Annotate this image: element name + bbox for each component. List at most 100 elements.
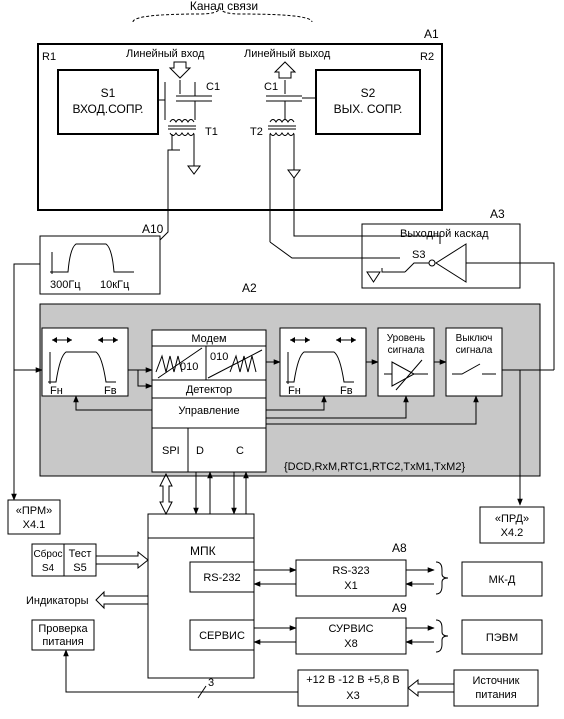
signal-switch-icon bbox=[452, 363, 496, 375]
a10-filter-response-icon bbox=[50, 243, 134, 274]
a2-output-filter-icon bbox=[286, 351, 354, 384]
a2-input-filter-icon bbox=[48, 351, 116, 384]
t2-coil-bottom bbox=[269, 132, 295, 136]
test-button[interactable] bbox=[63, 543, 97, 577]
s1-id: S1 bbox=[101, 86, 116, 100]
prm-l2: X4.1 bbox=[23, 519, 46, 531]
a9-l1: СУРВИС bbox=[328, 623, 373, 635]
prd-l2: X4.2 bbox=[501, 527, 524, 539]
buttons-to-mpk-arrow-icon bbox=[95, 550, 149, 570]
mk-d-label: МК-Д bbox=[489, 574, 516, 586]
a1-id: A1 bbox=[424, 27, 439, 41]
psu-block bbox=[297, 669, 409, 707]
s1-label: ВХОД.СОПР. bbox=[72, 102, 143, 116]
a2-output-fv: Fв bbox=[340, 385, 353, 397]
t1-coil-top bbox=[169, 119, 195, 123]
mpk-title: МПК bbox=[190, 544, 216, 558]
source-l1: Источник bbox=[473, 675, 520, 687]
ground-t1-icon bbox=[187, 165, 201, 175]
spi-label: SPI bbox=[162, 445, 180, 457]
mk-d-block bbox=[461, 561, 543, 597]
ground-a3-icon bbox=[366, 271, 381, 283]
s2-label: ВЫХ. СОПР. bbox=[334, 102, 403, 116]
bus-count-label: 3 bbox=[208, 677, 214, 689]
r1-label: R1 bbox=[42, 51, 56, 63]
prd-connector bbox=[479, 506, 545, 544]
s2-id: S2 bbox=[361, 86, 376, 100]
signal-switch-l1: Выключ bbox=[456, 333, 493, 344]
a3-title: Выходной каскад bbox=[400, 228, 489, 240]
a9-service-block bbox=[295, 617, 407, 655]
a10-id: A10 bbox=[142, 222, 164, 236]
channel-brace bbox=[132, 6, 313, 23]
signal-switch-l2: сигнала bbox=[456, 345, 493, 356]
line-out-label: Линейный выход bbox=[244, 48, 331, 60]
a8-brace-icon bbox=[435, 561, 449, 595]
pc-block bbox=[461, 619, 543, 655]
signal-level-block bbox=[377, 327, 435, 397]
s1-block bbox=[57, 69, 159, 135]
a2-input-fn: Fн bbox=[50, 385, 63, 397]
signal-level-amp-icon bbox=[384, 359, 428, 391]
reset-l2: S4 bbox=[42, 563, 55, 574]
power-check-l2: питания bbox=[42, 636, 83, 648]
a2-output-fn: Fн bbox=[288, 385, 301, 397]
a3-output-stage-block bbox=[361, 223, 521, 289]
a10-flow: 300Гц bbox=[50, 279, 81, 291]
a8-id: A8 bbox=[392, 541, 407, 555]
source-block bbox=[453, 669, 539, 707]
line-out-arrow-icon bbox=[273, 61, 297, 79]
a8-l1: RS-323 bbox=[332, 565, 369, 577]
c-label: C bbox=[236, 445, 244, 457]
a9-id: A9 bbox=[392, 601, 407, 615]
ground-t2-icon bbox=[287, 169, 301, 179]
modem-demod-icon bbox=[155, 347, 203, 379]
mpk-to-indicators-arrow-icon bbox=[95, 590, 149, 610]
prm-connector bbox=[7, 499, 61, 535]
modem-code-right: 010 bbox=[210, 351, 228, 363]
a3-switch-label: S3 bbox=[412, 249, 425, 261]
modem-mod-icon bbox=[207, 349, 263, 379]
line-in-arrow-icon bbox=[168, 61, 192, 79]
test-l1: Тест bbox=[69, 548, 92, 560]
c1-in-label: C1 bbox=[206, 81, 220, 93]
t2-coil-top bbox=[269, 119, 295, 123]
source-to-psu-arrow-icon bbox=[407, 678, 455, 698]
psu-l2: X3 bbox=[346, 690, 359, 702]
s2-block bbox=[315, 69, 421, 135]
psu-l1: +12 В -12 В +5,8 В bbox=[306, 674, 400, 686]
test-l2: S5 bbox=[73, 562, 86, 574]
channel-title: Канал связи bbox=[190, 0, 258, 13]
prm-l1: «ПРМ» bbox=[16, 505, 53, 517]
reset-button[interactable] bbox=[31, 543, 65, 577]
mpk-block bbox=[147, 513, 255, 679]
a2-signals-label: {DCD,RxM,RTC1,RTC2,TxM1,TxM2} bbox=[284, 461, 465, 473]
pc-label: ПЭВМ bbox=[486, 632, 518, 644]
t1-label: T1 bbox=[205, 126, 218, 138]
power-check-block bbox=[31, 619, 95, 651]
a10-filter-block bbox=[39, 235, 161, 295]
a9-l2: X8 bbox=[344, 638, 357, 650]
t1-coil-bottom bbox=[169, 132, 195, 136]
d-label: D bbox=[196, 445, 204, 457]
line-in-label: Линейный вход bbox=[126, 48, 205, 60]
source-l2: питания bbox=[475, 689, 516, 701]
a2-input-fv: Fв bbox=[104, 385, 117, 397]
modem-label: Модем bbox=[191, 333, 226, 345]
a1-block bbox=[37, 43, 443, 211]
service-label: СЕРВИС bbox=[199, 630, 245, 642]
a8-l2: X1 bbox=[344, 580, 357, 592]
reset-l1: Сброс bbox=[33, 548, 62, 560]
power-check-l1: Проверка bbox=[38, 623, 88, 635]
indicators-label: Индикаторы bbox=[26, 595, 89, 607]
rs232-port bbox=[189, 561, 255, 593]
modem-code-left: 010 bbox=[180, 361, 198, 373]
modem-interface-block bbox=[151, 427, 267, 473]
a10-fhigh: 10кГц bbox=[100, 279, 130, 291]
spi-bus-arrow-icon bbox=[159, 472, 173, 516]
a2-id: A2 bbox=[242, 281, 257, 295]
r2-label: R2 bbox=[420, 51, 434, 63]
rs232-label: RS-232 bbox=[203, 572, 240, 584]
t2-label: T2 bbox=[250, 126, 263, 138]
